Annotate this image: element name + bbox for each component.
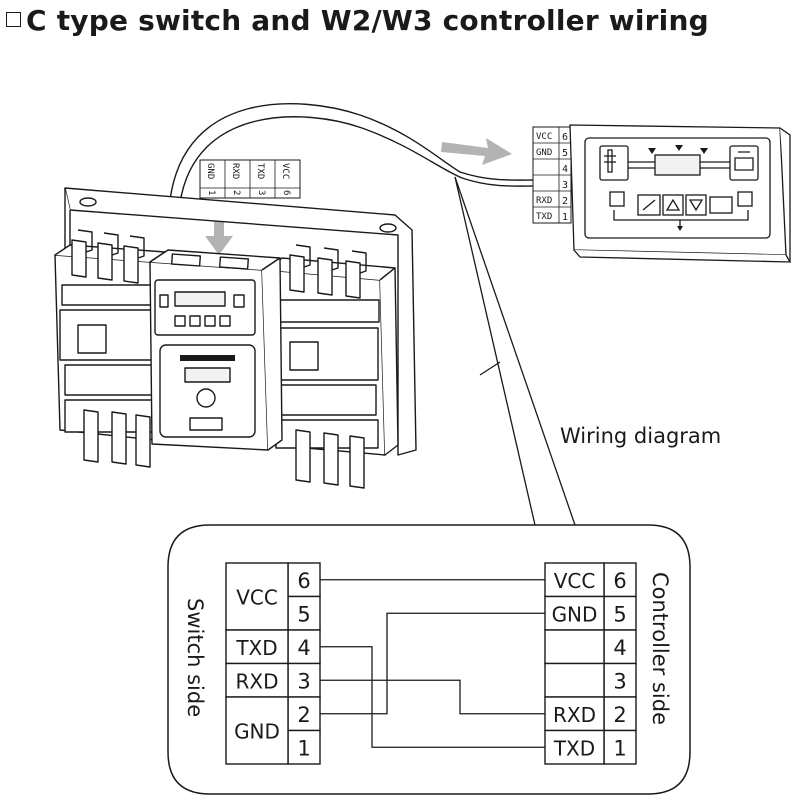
controller-side-terminal-block: 6 5 4 3 2 1 VCC GND RXD TXD [544, 562, 637, 765]
switch-terminal-name-txd: TXD [235, 636, 277, 660]
page-title-text: C type switch and W2/W3 controller wirin… [26, 4, 709, 37]
switch-connector-name-6: VCC [280, 163, 290, 179]
controller-terminal-num-6: 6 [613, 569, 626, 593]
top-ctrl-num-6: 6 [562, 132, 568, 143]
arrow-to-controller-icon [441, 138, 512, 165]
wiring-diagram-frame [167, 524, 691, 795]
controller-terminal-num-3: 3 [613, 669, 626, 693]
wiring-diagram-label: Wiring diagram [560, 424, 722, 448]
top-ctrl-num-1: 1 [562, 212, 568, 223]
top-controller-terminal-block: VCC 6 GND 5 4 3 RXD 2 TXD 1 [532, 126, 572, 224]
top-ctrl-num-3: 3 [562, 180, 568, 191]
wire-switch-4-to-controller-1 [320, 646, 545, 748]
switch-terminal-num-3: 3 [297, 669, 310, 693]
top-ctrl-name-1: TXD [536, 212, 552, 222]
communication-cable [169, 103, 539, 204]
switch-terminal-name-cell-4 [225, 629, 289, 665]
controller-terminal-name-gnd: GND [552, 602, 598, 626]
switch-connector-num-1: 1 [206, 190, 216, 195]
switch-terminal-name-cell-3 [225, 662, 289, 698]
switch-connector-num-6: 6 [281, 190, 291, 195]
controller-terminal-name-rxd: RXD [553, 703, 596, 727]
controller-side-label: Controller side [648, 572, 672, 725]
top-ctrl-name-6: VCC [536, 132, 552, 142]
controller-terminal-num-cell-1 [603, 729, 637, 765]
switch-side-label: Switch side [183, 598, 207, 717]
switch-terminal-num-2: 2 [297, 703, 310, 727]
switch-terminal-num-cell-1 [287, 729, 321, 765]
switch-connector-name-3: TXD [255, 163, 265, 179]
page-title: C type switch and W2/W3 controller wirin… [6, 4, 709, 37]
callout-lines [454, 176, 576, 526]
top-ctrl-num-2: 2 [562, 196, 568, 207]
switch-terminal-num-1: 1 [297, 736, 310, 760]
wire-switch-3-to-controller-2 [320, 679, 545, 715]
wiring-connections [320, 579, 545, 748]
top-ctrl-name-5: GND [536, 148, 552, 158]
controller-terminal-name-cell-3 [544, 662, 605, 698]
switch-connector-label: GND 1 RXD 2 TXD 3 VCC 6 [199, 159, 301, 199]
switch-side-terminal-block: 6 5 4 3 2 1 VCC TXD RXD GND [225, 562, 321, 765]
wire-switch-2-to-controller-5 [320, 612, 545, 715]
top-ctrl-num-5: 5 [562, 148, 568, 159]
controller-terminal-num-2: 2 [613, 703, 626, 727]
switch-terminal-name-rxd: RXD [236, 669, 279, 693]
switch-connector-num-3: 3 [256, 190, 266, 195]
controller-terminal-name-cell-6 [544, 562, 605, 598]
controller-terminal-name-vcc: VCC [554, 569, 596, 593]
controller-terminal-name-cell-4 [544, 629, 605, 665]
ats-switch-illustration [54, 187, 417, 489]
switch-terminal-name-gnd: GND [234, 720, 280, 744]
controller-panel-illustration [569, 124, 792, 263]
switch-terminal-num-6: 6 [297, 569, 310, 593]
controller-terminal-num-1: 1 [613, 736, 626, 760]
switch-connector-name-1: GND [205, 163, 215, 179]
switch-terminal-name-cell-6 [225, 562, 289, 631]
switch-terminal-name-cell-2 [225, 696, 289, 765]
switch-terminal-num-5: 5 [297, 602, 310, 626]
arrow-to-switch-connector-icon [205, 208, 233, 255]
checkbox-bullet-icon [6, 11, 21, 27]
switch-connector-name-2: RXD [230, 163, 240, 179]
controller-terminal-num-cell-3 [603, 662, 637, 698]
controller-terminal-num-5: 5 [613, 602, 626, 626]
top-ctrl-num-4: 4 [562, 164, 568, 175]
switch-terminal-num-4: 4 [297, 636, 310, 660]
controller-terminal-num-4: 4 [613, 636, 626, 660]
controller-terminal-name-txd: TXD [553, 736, 595, 760]
switch-terminal-name-vcc: VCC [236, 586, 278, 610]
top-ctrl-name-2: RXD [536, 196, 552, 206]
switch-connector-num-2: 2 [231, 190, 241, 195]
